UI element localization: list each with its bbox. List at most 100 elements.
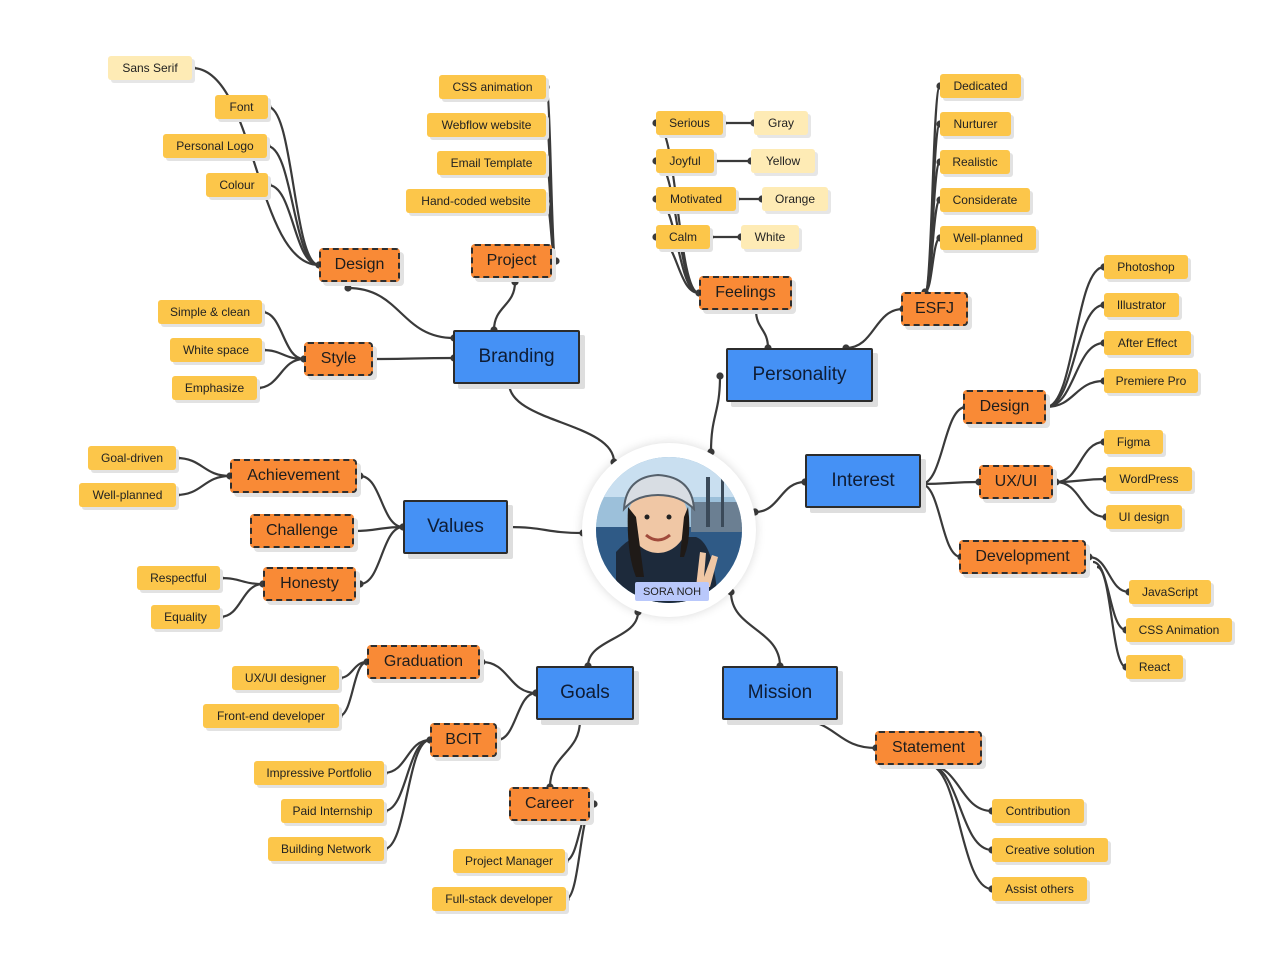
well-planned-values-leaf[interactable]: Well-planned — [79, 483, 176, 507]
wordpress-leaf[interactable]: WordPress — [1106, 467, 1192, 491]
graduation-node[interactable]: Graduation — [367, 645, 480, 679]
project-manager-leaf[interactable]: Project Manager — [453, 849, 565, 873]
development-node[interactable]: Development — [959, 540, 1086, 574]
connector-line — [338, 660, 368, 680]
considerate-leaf[interactable]: Considerate — [940, 188, 1030, 212]
achievement-node[interactable]: Achievement — [230, 459, 357, 493]
connector-dot — [356, 472, 364, 480]
goals-node[interactable]: Goals — [536, 666, 634, 720]
simple-clean-leaf[interactable]: Simple & clean — [158, 300, 262, 324]
goal-driven-leaf[interactable]: Goal-driven — [88, 446, 176, 470]
webflow-website-leaf[interactable]: Webflow website — [427, 113, 546, 137]
equality-leaf[interactable]: Equality — [151, 605, 220, 629]
dedicated-leaf[interactable]: Dedicated — [940, 74, 1021, 98]
joyful-leaf[interactable]: Joyful — [656, 149, 714, 173]
font-leaf[interactable]: Font — [215, 95, 268, 119]
figma-leaf[interactable]: Figma — [1104, 430, 1163, 454]
connector-line — [267, 183, 320, 267]
mission-node[interactable]: Mission — [722, 666, 838, 720]
connector-line — [266, 144, 320, 267]
connector-line — [261, 348, 305, 361]
statement-node[interactable]: Statement — [875, 731, 982, 765]
well-planned-esfj-leaf[interactable]: Well-planned — [940, 226, 1036, 250]
white-space-leaf[interactable]: White space — [170, 338, 262, 362]
sans-serif-leaf[interactable]: Sans Serif — [108, 56, 192, 80]
connector-line — [383, 738, 431, 775]
emphasize-leaf[interactable]: Emphasize — [172, 376, 257, 400]
serious-leaf[interactable]: Serious — [656, 111, 723, 135]
white-leaf[interactable]: White — [741, 225, 799, 249]
contribution-leaf[interactable]: Contribution — [992, 799, 1084, 823]
connector-line — [492, 281, 517, 331]
ui-design-leaf[interactable]: UI design — [1106, 505, 1182, 529]
connector-line — [372, 356, 455, 361]
connector-line — [507, 525, 584, 535]
connector-line — [923, 122, 942, 294]
gray-leaf[interactable]: Gray — [754, 111, 808, 135]
connector-line — [383, 738, 431, 851]
nurturer-leaf[interactable]: Nurturer — [940, 112, 1011, 136]
orange-leaf[interactable]: Orange — [762, 187, 828, 211]
uxui-node[interactable]: UX/UI — [979, 465, 1053, 499]
challenge-node[interactable]: Challenge — [250, 514, 354, 548]
interest-node[interactable]: Interest — [805, 454, 921, 508]
connector-line — [544, 85, 558, 263]
colour-leaf[interactable]: Colour — [206, 173, 268, 197]
design-branding-node[interactable]: Design — [319, 248, 400, 282]
javascript-leaf[interactable]: JavaScript — [1129, 580, 1211, 604]
personality-node[interactable]: Personality — [726, 348, 873, 402]
uxui-designer-leaf[interactable]: UX/UI designer — [232, 666, 339, 690]
connector-dot — [511, 278, 519, 286]
connector-line — [927, 763, 993, 813]
connector-line — [845, 307, 904, 350]
respectful-leaf[interactable]: Respectful — [137, 566, 220, 590]
connector-line — [548, 719, 582, 788]
connector-line — [481, 660, 537, 695]
illustrator-leaf[interactable]: Illustrator — [1104, 293, 1179, 317]
connector-line — [1055, 480, 1107, 519]
project-node[interactable]: Project — [471, 244, 552, 278]
bcit-node[interactable]: BCIT — [430, 723, 497, 757]
career-node[interactable]: Career — [509, 787, 590, 821]
impressive-portfolio-leaf[interactable]: Impressive Portfolio — [254, 761, 384, 785]
calm-leaf[interactable]: Calm — [656, 225, 710, 249]
email-template-leaf[interactable]: Email Template — [437, 151, 546, 175]
paid-internship-leaf[interactable]: Paid Internship — [281, 799, 384, 823]
realistic-leaf[interactable]: Realistic — [940, 150, 1010, 174]
premiere-pro-leaf[interactable]: Premiere Pro — [1104, 369, 1198, 393]
hand-coded-website-leaf[interactable]: Hand-coded website — [406, 189, 546, 213]
full-stack-developer-leaf[interactable]: Full-stack developer — [432, 887, 566, 911]
values-node[interactable]: Values — [403, 500, 508, 554]
react-leaf[interactable]: React — [1126, 655, 1183, 679]
connector-line — [1096, 565, 1127, 669]
connector-line — [359, 525, 404, 586]
name-badge: SORA NOH — [635, 582, 709, 601]
after-effect-leaf[interactable]: After Effect — [1104, 331, 1191, 355]
esfj-node[interactable]: ESFJ — [901, 292, 968, 326]
yellow-leaf[interactable]: Yellow — [751, 149, 815, 173]
personal-logo-leaf[interactable]: Personal Logo — [163, 134, 267, 158]
building-network-leaf[interactable]: Building Network — [268, 837, 384, 861]
connector-line — [267, 105, 320, 267]
motivated-leaf[interactable]: Motivated — [656, 187, 736, 211]
connector-line — [338, 660, 368, 718]
css-animation-interest-leaf[interactable]: CSS Animation — [1126, 618, 1232, 642]
connector-line — [1045, 379, 1105, 409]
connector-line — [729, 591, 782, 667]
css-animation-leaf[interactable]: CSS animation — [439, 75, 546, 99]
feelings-node[interactable]: Feelings — [699, 276, 792, 310]
connector-dot — [356, 580, 364, 588]
design-interest-node[interactable]: Design — [963, 390, 1046, 424]
branding-node[interactable]: Branding — [453, 330, 580, 384]
photoshop-leaf[interactable]: Photoshop — [1104, 255, 1188, 279]
assist-others-leaf[interactable]: Assist others — [992, 877, 1087, 901]
honesty-node[interactable]: Honesty — [263, 567, 356, 601]
connector-line — [1045, 341, 1105, 409]
creative-solution-leaf[interactable]: Creative solution — [992, 838, 1108, 862]
style-node[interactable]: Style — [304, 342, 373, 376]
connector-line — [796, 718, 877, 750]
connector-dot — [716, 372, 724, 380]
connector-line — [219, 582, 264, 619]
front-end-developer-leaf[interactable]: Front-end developer — [203, 704, 339, 728]
